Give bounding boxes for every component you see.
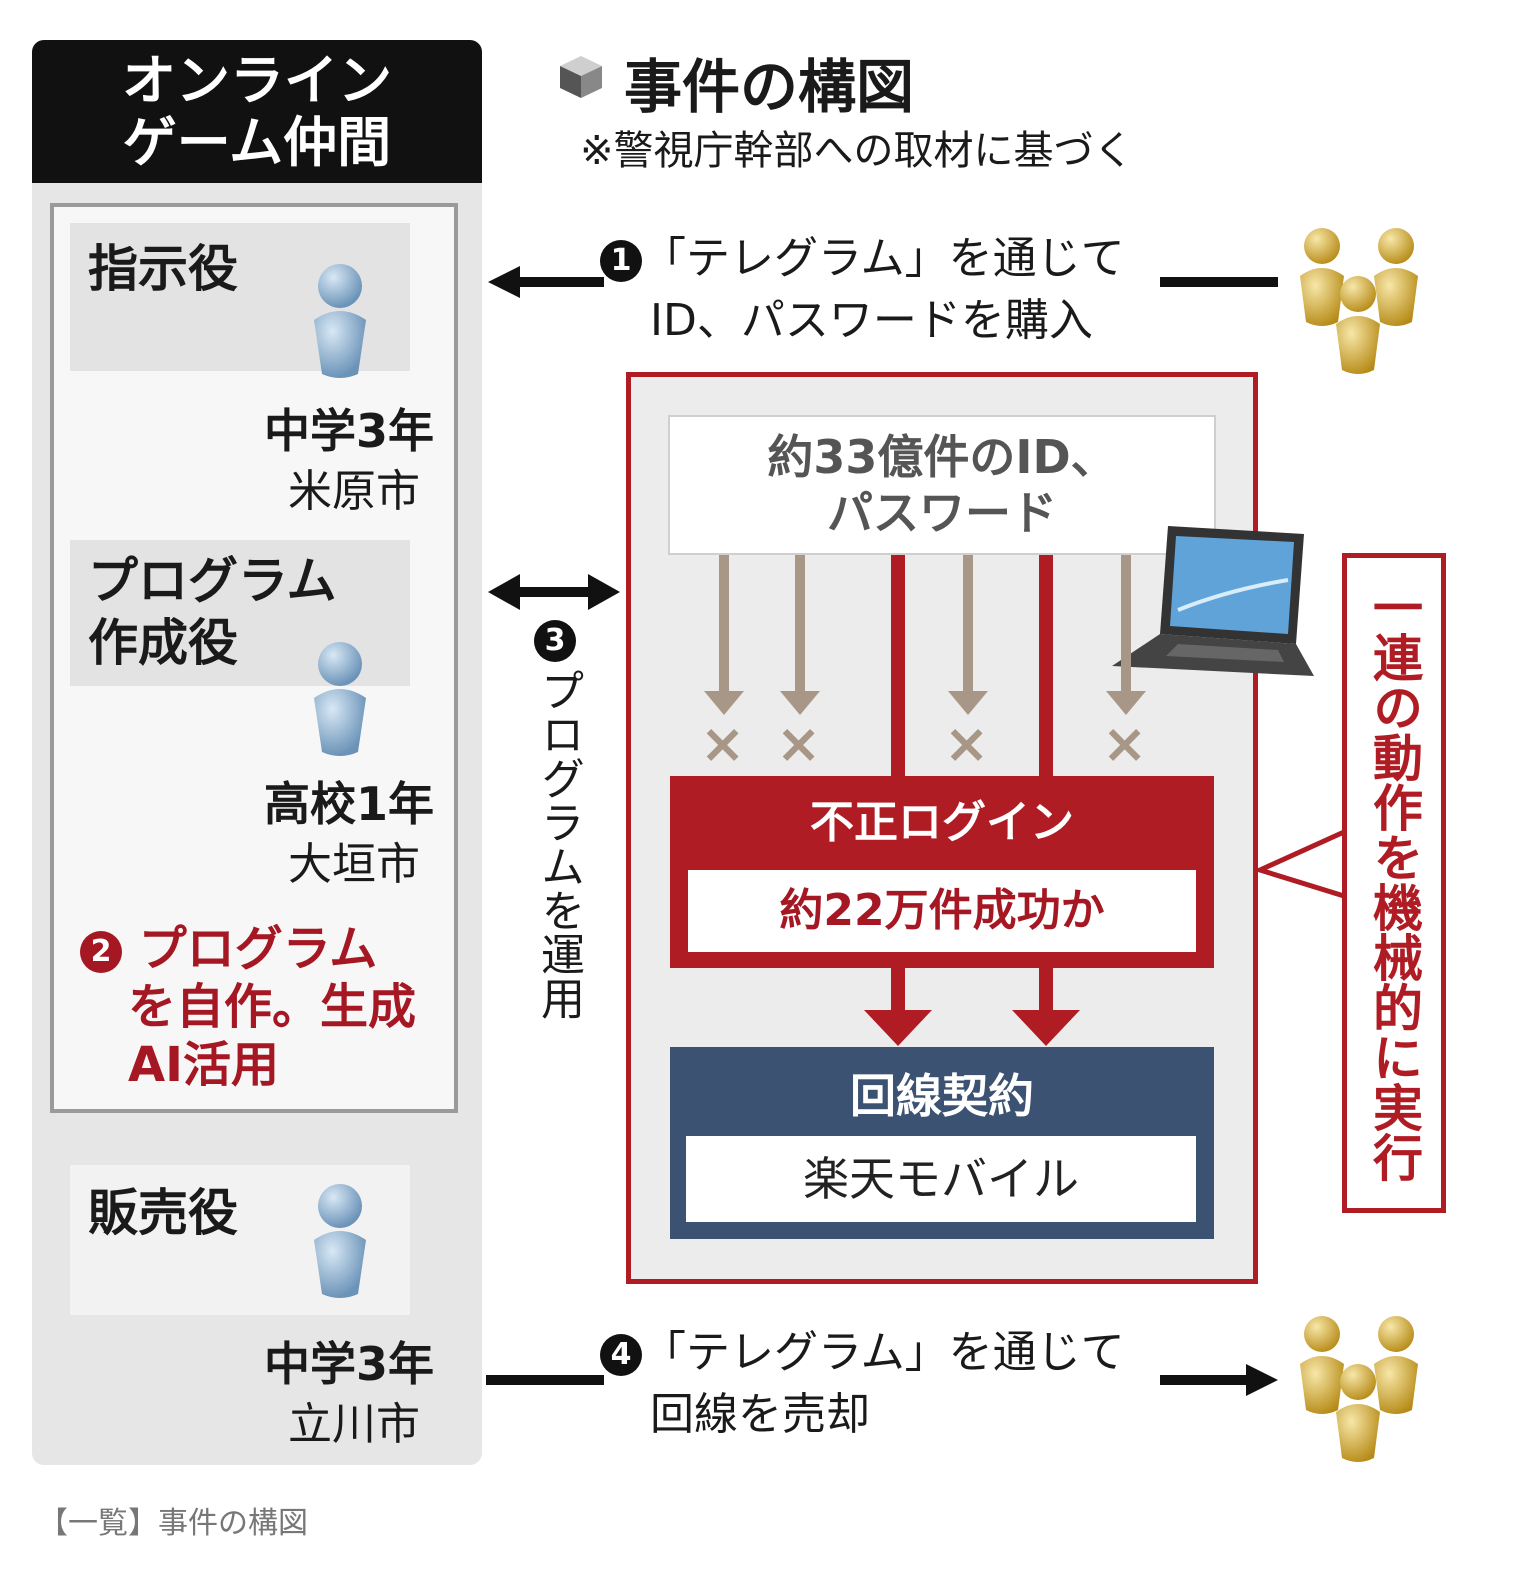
role-label-programmer-line2: 作成役 <box>88 614 238 672</box>
step-number-4: 4 <box>600 1334 642 1376</box>
step-number-2: 2 <box>80 931 122 973</box>
callout-pointer <box>1256 830 1346 899</box>
fail-mark: × <box>944 712 990 775</box>
person-icon <box>314 642 366 756</box>
login-title: 不正ログイン <box>810 797 1074 848</box>
group-header-line2: ゲーム仲間 <box>122 110 392 174</box>
step-number-3: 3 <box>534 620 576 662</box>
arrow-left-icon <box>488 266 604 298</box>
step4-line2: 回線を売却 <box>650 1389 870 1440</box>
fail-mark: × <box>700 712 746 775</box>
credential-db-box: 約33億件のID、 パスワード <box>668 415 1216 555</box>
arrow-both-icon <box>488 574 620 610</box>
fail-mark: × <box>776 712 822 775</box>
login-result: 約22万件成功か <box>688 870 1196 952</box>
step1-line1: 「テレグラム」を通じて <box>642 233 1125 284</box>
figure-caption: 【一覧】事件の構図 <box>38 1506 308 1541</box>
step-number-1: 1 <box>600 240 642 282</box>
diagram-title: 事件の構図 <box>624 53 915 121</box>
buyers-group-icon <box>1300 228 1418 374</box>
connector-line <box>486 1375 604 1385</box>
automation-note-text: 一連の動作を機械的に実行 <box>1365 582 1423 1182</box>
person-icon <box>314 1184 366 1298</box>
role-city-instructor: 米原市 <box>288 466 420 517</box>
role-grade-seller: 中学3年 <box>263 1337 434 1391</box>
db-line2: パスワード <box>827 486 1057 540</box>
role-label-seller: 販売役 <box>88 1184 238 1242</box>
attempt-arrows <box>704 555 1146 777</box>
role-city-programmer: 大垣市 <box>288 839 420 890</box>
arrow-right-icon <box>1160 1364 1278 1396</box>
role-city-seller: 立川市 <box>288 1399 420 1450</box>
step3-text: プログラムを運用 <box>533 668 584 1020</box>
cube-icon <box>560 56 602 98</box>
role-grade-instructor: 中学3年 <box>263 404 434 458</box>
note2-line2: を自作。生成 <box>128 979 417 1035</box>
note2-line1: プログラム <box>138 921 378 977</box>
fail-mark: × <box>1102 712 1148 775</box>
group-header-line1: オンライン <box>122 48 392 112</box>
contract-carrier: 楽天モバイル <box>686 1136 1196 1222</box>
step4-line1: 「テレグラム」を通じて <box>642 1327 1125 1378</box>
person-icon <box>314 264 366 378</box>
success-arrows <box>864 968 1080 1046</box>
db-line1: 約33億件のID、 <box>767 430 1117 484</box>
automation-note: 一連の動作を機械的に実行 <box>1342 553 1446 1213</box>
note2-line3: AI活用 <box>128 1037 280 1093</box>
step1-text: 1「テレグラム」を通じて ID、パスワードを購入 <box>600 228 1125 352</box>
step1-line2: ID、パスワードを購入 <box>650 295 1093 346</box>
role-label-programmer-line1: プログラム <box>88 552 337 610</box>
role-grade-programmer: 高校1年 <box>263 777 434 831</box>
connector-line <box>1160 277 1278 287</box>
step4-text: 4「テレグラム」を通じて 回線を売却 <box>600 1322 1125 1446</box>
laptop-icon <box>1112 526 1314 676</box>
contract-title: 回線契約 <box>850 1069 1034 1123</box>
role-label-instructor: 指示役 <box>88 240 238 298</box>
buyers-group-icon <box>1300 1316 1418 1462</box>
group-header: オンライン ゲーム仲間 <box>32 40 482 183</box>
diagram-subtitle: ※警視庁幹部への取材に基づく <box>580 128 1134 174</box>
note2: 2 プログラム を自作。生成 AI活用 <box>80 920 416 1094</box>
